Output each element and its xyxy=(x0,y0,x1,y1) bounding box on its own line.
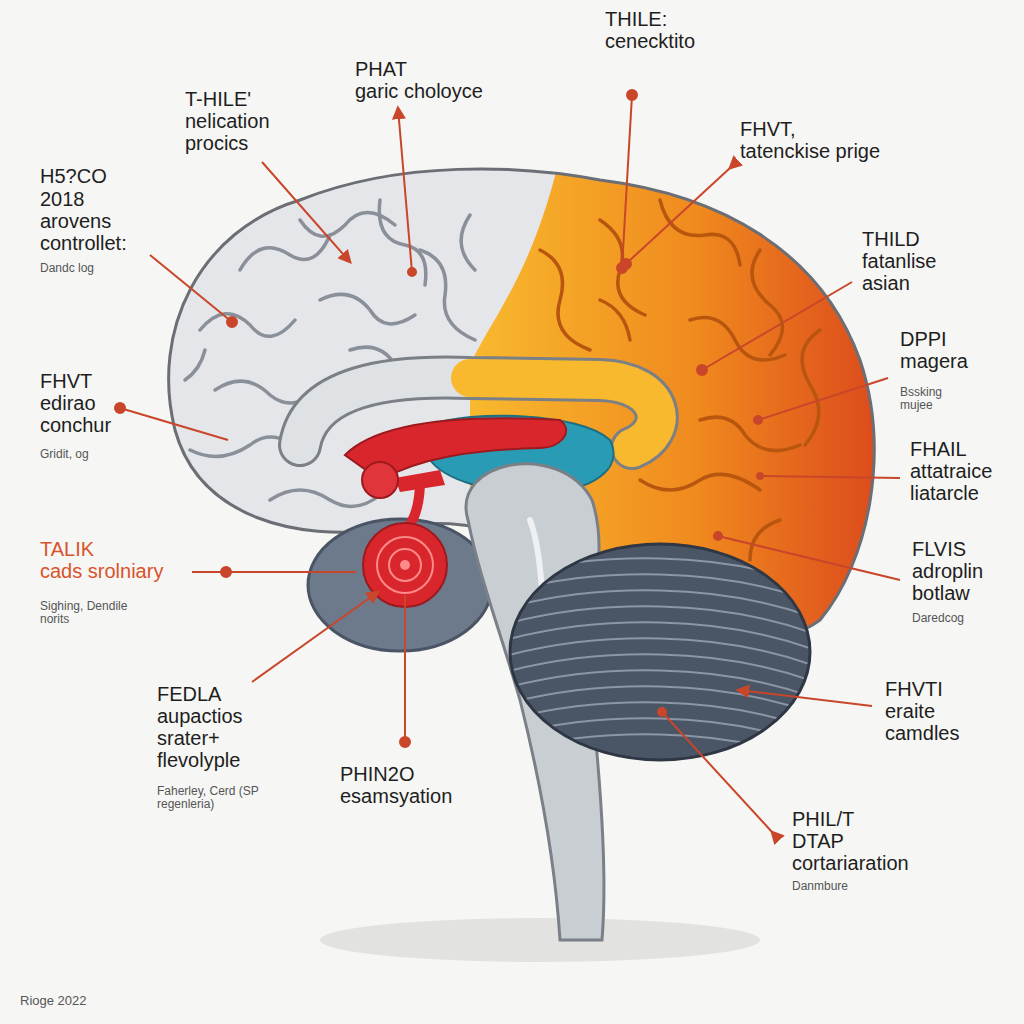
label-text: 2018 arovens controllet: xyxy=(40,188,127,254)
label-text: THILD xyxy=(862,228,920,250)
callout-text: 2018 arovens controllet: xyxy=(40,188,150,254)
label-text: Daredcog xyxy=(912,611,964,625)
callout-note: Dandc log xyxy=(40,262,160,275)
label-text: DPPI xyxy=(900,328,947,350)
callout-note: Bssking mujee xyxy=(900,386,960,412)
callout-note: Danmbure xyxy=(792,880,912,893)
callout-heading: THILE: xyxy=(605,8,765,30)
label-text: edirao conchur xyxy=(40,392,111,436)
callout-note: Daredcog xyxy=(912,612,1012,625)
callout-heading: FHVTI xyxy=(885,678,1005,700)
cerebellum xyxy=(505,542,815,762)
callout-note: Rioge 2022 xyxy=(20,994,170,1008)
callout-text: cortariaration xyxy=(792,852,972,874)
callout-heading: FEDLA xyxy=(157,683,277,705)
callout-text: cads srolniary xyxy=(40,560,190,582)
callout-note: Gridit, og xyxy=(40,448,140,461)
callout-heading: FHAIL xyxy=(910,438,1010,460)
label-text: cads srolniary xyxy=(40,560,163,582)
label-text: nelication procics xyxy=(185,110,270,154)
label-text: THILE: xyxy=(605,8,667,30)
callout-text: cenecktito xyxy=(605,30,765,52)
label-text: FHAIL xyxy=(910,438,967,460)
callout-heading: FLVIS xyxy=(912,538,1012,560)
shadow xyxy=(320,918,760,962)
label-text: Sighing, Dendile norits xyxy=(40,599,127,626)
label-text: tatenckise prige xyxy=(740,140,880,162)
label-text: FLVIS xyxy=(912,538,966,560)
label-text: magera xyxy=(900,350,968,372)
callout-heading: FHVT xyxy=(40,370,140,392)
label-text: FHVTI xyxy=(885,678,943,700)
callout-heading: TALIK xyxy=(40,538,190,560)
callout-heading: PHAT xyxy=(355,58,515,80)
label-text: aupactios srater+ flevolyple xyxy=(157,705,243,771)
callout-heading: PHIL/T xyxy=(792,808,942,830)
callout-text: tatenckise prige xyxy=(740,140,920,162)
label-text: TALIK xyxy=(40,538,94,560)
label-text: cenecktito xyxy=(605,30,695,52)
callout-heading: PHIN2O xyxy=(340,763,480,785)
callout-text: magera xyxy=(900,350,1000,372)
label-text: T-HILE' xyxy=(185,88,251,110)
callout-heading: FHVT, xyxy=(740,118,910,140)
label-text: H5?CO xyxy=(40,165,107,187)
label-text: Dandc log xyxy=(40,261,94,275)
callout-text: attatraice liatarcle xyxy=(910,460,1010,504)
temporal-lobe xyxy=(308,519,492,651)
callout-note: Faherley, Cerd (SP regenleria) xyxy=(157,785,292,811)
callout-text: nelication procics xyxy=(185,110,305,154)
label-text: esamsyation xyxy=(340,785,452,807)
leader-lines xyxy=(115,90,900,832)
label-text: Danmbure xyxy=(792,879,848,893)
callout-text: adroplin botlaw xyxy=(912,560,1012,604)
callout-text: garic choloyce xyxy=(355,80,515,102)
callout-text: esamsyation xyxy=(340,785,490,807)
label-text: adroplin botlaw xyxy=(912,560,983,604)
callout-text: aupactios srater+ flevolyple xyxy=(157,705,267,771)
callout-text: edirao conchur xyxy=(40,392,130,436)
label-text: PHIN2O xyxy=(340,763,414,785)
label-text: FHVT xyxy=(40,370,92,392)
label-text: garic choloyce xyxy=(355,80,483,102)
label-text: cortariaration xyxy=(792,852,909,874)
callout-heading: H5?CO xyxy=(40,165,190,187)
label-text: Rioge 2022 xyxy=(20,993,87,1008)
callout-text: eraite camdles xyxy=(885,700,985,744)
callout-heading: THILD xyxy=(862,228,982,250)
label-text: PHAT xyxy=(355,58,407,80)
label-text: FHVT, xyxy=(740,118,796,140)
callout-heading: T-HILE' xyxy=(185,88,335,110)
label-text: Gridit, og xyxy=(40,447,89,461)
label-text: FEDLA xyxy=(157,683,221,705)
label-text: DTAP xyxy=(792,830,844,852)
label-text: Faherley, Cerd (SP regenleria) xyxy=(157,784,259,811)
callout-heading: DPPI xyxy=(900,328,1000,350)
callout-text: fatanlise asian xyxy=(862,250,967,294)
label-text: eraite camdles xyxy=(885,700,959,744)
red-ball xyxy=(362,462,398,498)
callout-text: DTAP xyxy=(792,830,942,852)
label-text: PHIL/T xyxy=(792,808,854,830)
label-text: attatraice liatarcle xyxy=(910,460,992,504)
callout-note: Sighing, Dendile norits xyxy=(40,600,140,626)
label-text: Bssking mujee xyxy=(900,385,942,412)
label-text: fatanlise asian xyxy=(862,250,937,294)
